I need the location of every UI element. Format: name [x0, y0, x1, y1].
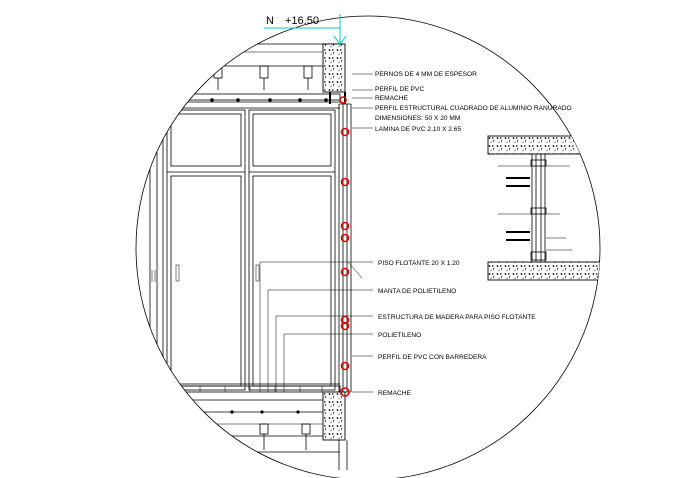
- callout-remache-top: REMACHE: [375, 95, 409, 102]
- level-value: +16.50: [285, 15, 319, 27]
- callout-estructura-madera: ESTRUCTURA DE MADERA PARA PISO FLOTANTE: [378, 314, 536, 321]
- floor-rivets: [174, 386, 323, 392]
- concrete-column: [322, 43, 346, 441]
- hanger-rods-upper: [213, 65, 313, 90]
- callout-remache-bottom: REMACHE: [378, 390, 412, 397]
- callout-perfil-barredera: PERFIL DE PVC CON BARREDERA: [378, 354, 487, 361]
- secondary-detail: [487, 135, 600, 281]
- hanger-rods-lower: [259, 423, 311, 450]
- section-drawing: [136, 43, 352, 470]
- level-marker: N +16.50: [264, 14, 347, 46]
- aluminium-profile: [338, 103, 352, 470]
- level-prefix: N: [266, 15, 274, 27]
- callout-polietileno: POLIETILENO: [378, 332, 421, 339]
- callout-perfil-estructural: PERFIL ESTRUCTURAL CUADRADO DE ALUMINIO …: [375, 105, 572, 112]
- rivet-markers: [339, 96, 350, 397]
- callout-piso-flotante: PISO FLOTANTE 20 X 1.20: [378, 260, 460, 267]
- callout-manta-polietileno: MANTA DE POLIETILENO: [378, 288, 456, 295]
- cabinet-panel-right: [248, 109, 336, 391]
- callout-dimensiones: DIMENSIONES: 50 X 20 MM: [375, 115, 460, 122]
- callout-perfil-pvc: PERFIL DE PVC: [375, 86, 424, 93]
- callout-lamina-pvc: LAMINA DE PVC 2.10 X 2.65: [375, 126, 461, 133]
- callout-pernos: PERNOS DE 4 MM DE ESPESOR: [375, 71, 477, 78]
- cabinet-panel-left: [166, 109, 246, 391]
- callout-labels: PERNOS DE 4 MM DE ESPESOR PERFIL DE PVC …: [375, 71, 572, 397]
- leader-lines: [259, 73, 373, 393]
- detail-circle: [135, 15, 601, 478]
